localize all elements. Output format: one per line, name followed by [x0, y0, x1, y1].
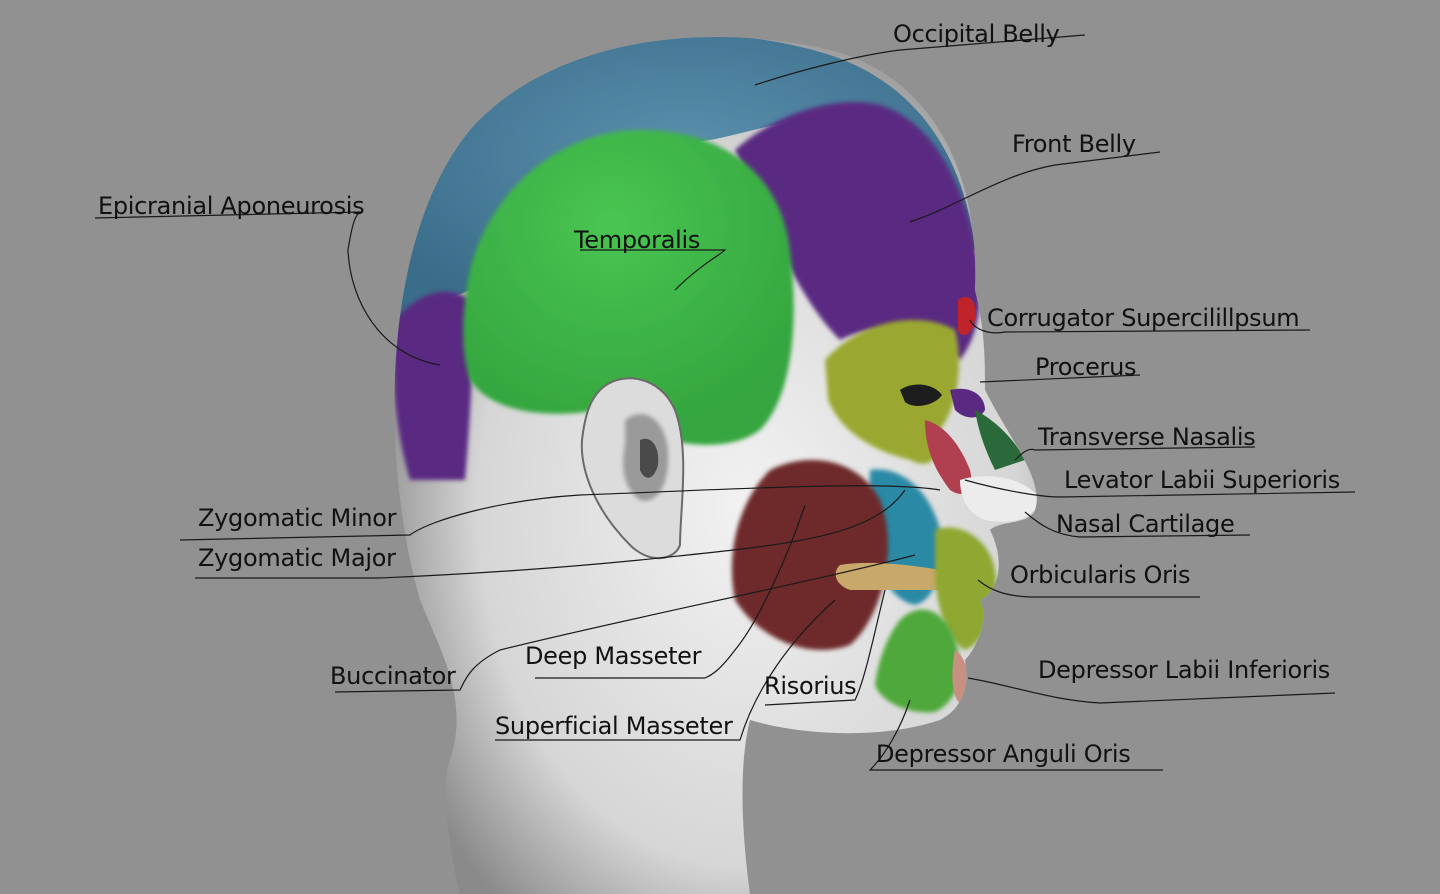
- depressor-anguli-muscle: [875, 609, 960, 713]
- leader-zygomatic-minor: [179, 485, 941, 541]
- leader-superficial: [495, 599, 836, 741]
- label-nasal-cartilage: Nasal Cartilage: [1056, 510, 1235, 538]
- leader-orbicularis: [977, 579, 1200, 598]
- buccinator-muscle: [835, 562, 940, 590]
- label-corrugator: Corrugator Supercilillpsum: [987, 304, 1300, 332]
- label-procerus: Procerus: [1035, 353, 1137, 381]
- label-occipital-belly: Occipital Belly: [893, 20, 1060, 48]
- label-temporalis: Temporalis: [574, 226, 701, 254]
- occipital-muscle: [394, 291, 473, 480]
- procerus-muscle: [950, 388, 985, 418]
- corrugator-muscle: [958, 296, 976, 336]
- transverse-nasalis-muscle: [975, 410, 1025, 470]
- leader-depressor-anguli: [868, 699, 1163, 771]
- leader-temporalis: [580, 249, 727, 291]
- label-risorius: Risorius: [764, 672, 857, 700]
- label-zygomatic-major: Zygomatic Major: [198, 544, 396, 572]
- label-front-belly: Front Belly: [1012, 130, 1136, 158]
- label-depressor-labii: Depressor Labii Inferioris: [1038, 656, 1331, 684]
- leader-epicranial: [94, 211, 441, 366]
- leader-lines: [94, 34, 1356, 771]
- label-buccinator: Buccinator: [330, 662, 456, 690]
- masseter-muscle: [731, 460, 889, 650]
- leader-risorius: [764, 589, 886, 706]
- leader-nasal: [1024, 511, 1251, 538]
- leader-corrugator: [969, 319, 1311, 334]
- label-depressor-anguli: Depressor Anguli Oris: [876, 740, 1131, 768]
- label-superficial-masseter: Superficial Masseter: [495, 712, 733, 740]
- label-zygomatic-minor: Zygomatic Minor: [198, 504, 397, 532]
- leader-occipital: [754, 34, 1086, 86]
- eye-shape: [900, 384, 942, 406]
- ear-shape: [580, 377, 685, 560]
- leader-procerus: [979, 374, 1141, 383]
- leader-front-belly: [909, 151, 1161, 223]
- leader-levator: [964, 479, 1356, 498]
- label-epicranial-aponeurosis: Epicranial Aponeurosis: [98, 192, 365, 220]
- leader-depressor-labii: [967, 677, 1336, 704]
- label-transverse-nasalis: Transverse Nasalis: [1038, 423, 1256, 451]
- leader-buccinator: [334, 554, 916, 693]
- label-levator-labii: Levator Labii Superioris: [1064, 466, 1340, 494]
- temporalis-muscle: [463, 130, 794, 445]
- label-deep-masseter: Deep Masseter: [525, 642, 702, 670]
- label-orbicularis-oris: Orbicularis Oris: [1010, 561, 1191, 589]
- leader-transverse: [1014, 446, 1256, 461]
- orbicularis-oris-muscle: [935, 527, 997, 650]
- levator-labii-muscle: [925, 420, 972, 494]
- front-belly-muscle: [735, 102, 981, 360]
- nasal-cartilage-shape: [960, 476, 1037, 522]
- leader-zygomatic-major: [195, 489, 906, 579]
- leader-deep-masseter: [535, 504, 806, 679]
